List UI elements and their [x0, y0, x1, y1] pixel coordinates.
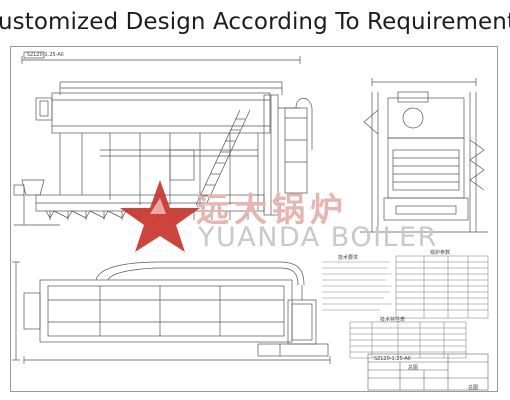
sheet-tag: SZL20-1.25-AII	[27, 52, 64, 58]
boiler-plan-view	[12, 261, 331, 364]
boiler-side-view	[360, 78, 488, 233]
boiler-elevation-view	[13, 51, 313, 226]
drawing-sheet	[10, 46, 498, 392]
watermark-brand-cn: 远大锅炉	[196, 190, 348, 229]
star-logo-icon	[120, 180, 200, 252]
notes-title: 技术要求	[338, 255, 359, 261]
title-block-code: SZL20-1.25-AII	[374, 356, 411, 362]
page-title: Customized Design According To Requireme…	[0, 9, 510, 35]
section-tag: 总图	[468, 385, 479, 391]
watermark-brand-en: YUANDA BOILER	[198, 222, 438, 253]
title-block-name: 总图	[408, 365, 419, 371]
spec-table-title: 技术特性表	[380, 317, 406, 323]
params-title: 锅炉参数	[430, 250, 451, 256]
technical-notes	[322, 261, 392, 311]
parameter-table	[395, 255, 489, 319]
title-block	[367, 353, 489, 391]
spec-table	[349, 321, 467, 359]
